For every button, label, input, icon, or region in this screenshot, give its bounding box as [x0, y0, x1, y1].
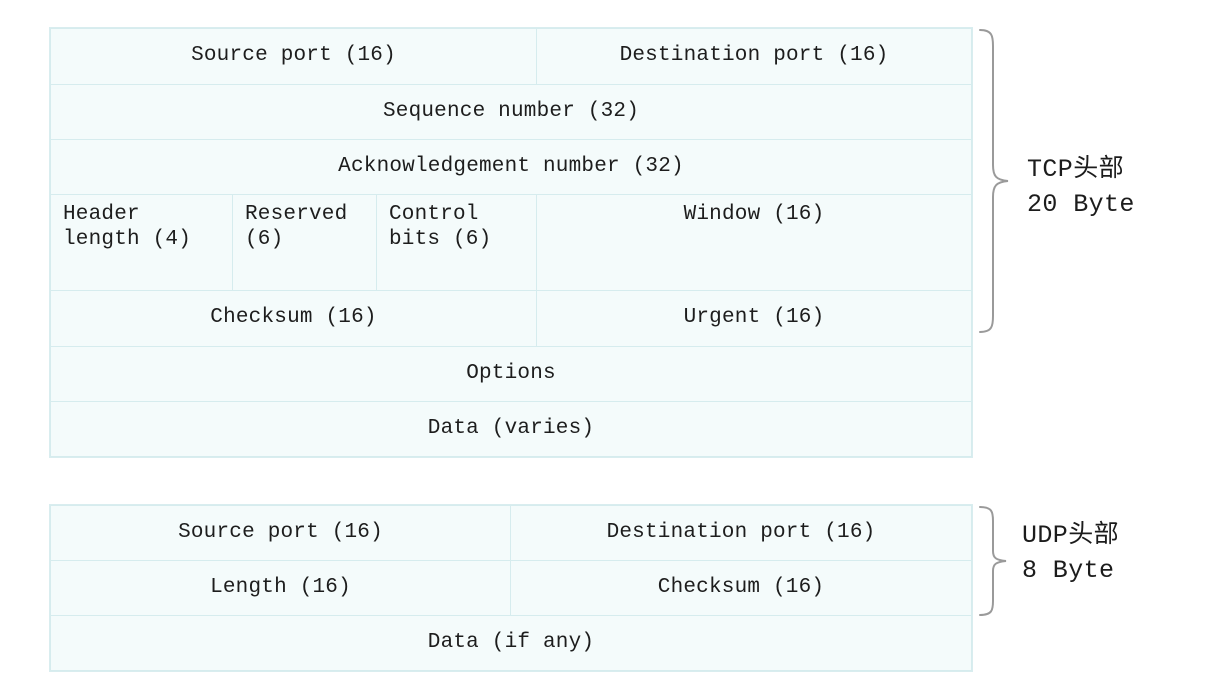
udp-cell-length: Length (16) [50, 560, 511, 616]
udp-cell-destination-port: Destination port (16) [510, 505, 972, 561]
tcp-cell-data: Data (varies) [50, 401, 972, 457]
tcp-annotation-label: TCP头部 20 Byte [1027, 155, 1135, 219]
table-row: Options [50, 346, 972, 402]
tcp-cell-checksum: Checksum (16) [50, 290, 537, 347]
table-row: Acknowledgement number (32) [50, 139, 972, 195]
udp-cell-checksum: Checksum (16) [510, 560, 972, 616]
tcp-header-table: Source port (16) Destination port (16) S… [50, 28, 972, 457]
tcp-cell-destination-port: Destination port (16) [536, 28, 972, 85]
udp-annotation-label: UDP头部 8 Byte [1022, 521, 1120, 585]
table-row: Source port (16) Destination port (16) [50, 28, 972, 85]
tcp-cell-control-bits: Control bits (6) [376, 194, 537, 291]
table-row: Length (16) Checksum (16) [50, 560, 972, 616]
table-row: Source port (16) Destination port (16) [50, 505, 972, 561]
tcp-cell-sequence-number: Sequence number (32) [50, 84, 972, 140]
tcp-cell-source-port: Source port (16) [50, 28, 537, 85]
table-row: Sequence number (32) [50, 84, 972, 140]
tcp-cell-window: Window (16) [536, 194, 972, 291]
tcp-cell-reserved: Reserved (6) [232, 194, 377, 291]
table-row: Checksum (16) Urgent (16) [50, 290, 972, 347]
udp-brace-icon [974, 505, 1020, 619]
tcp-cell-header-length: Header length (4) [50, 194, 233, 291]
table-row: Data (if any) [50, 615, 972, 671]
table-row: Data (varies) [50, 401, 972, 457]
table-row: Header length (4) Reserved (6) Control b… [50, 194, 972, 291]
udp-cell-data: Data (if any) [50, 615, 972, 671]
tcp-cell-options: Options [50, 346, 972, 402]
tcp-brace-icon [974, 28, 1020, 334]
tcp-cell-urgent: Urgent (16) [536, 290, 972, 347]
udp-cell-source-port: Source port (16) [50, 505, 511, 561]
udp-header-table: Source port (16) Destination port (16) L… [50, 505, 972, 671]
tcp-cell-acknowledgement-number: Acknowledgement number (32) [50, 139, 972, 195]
